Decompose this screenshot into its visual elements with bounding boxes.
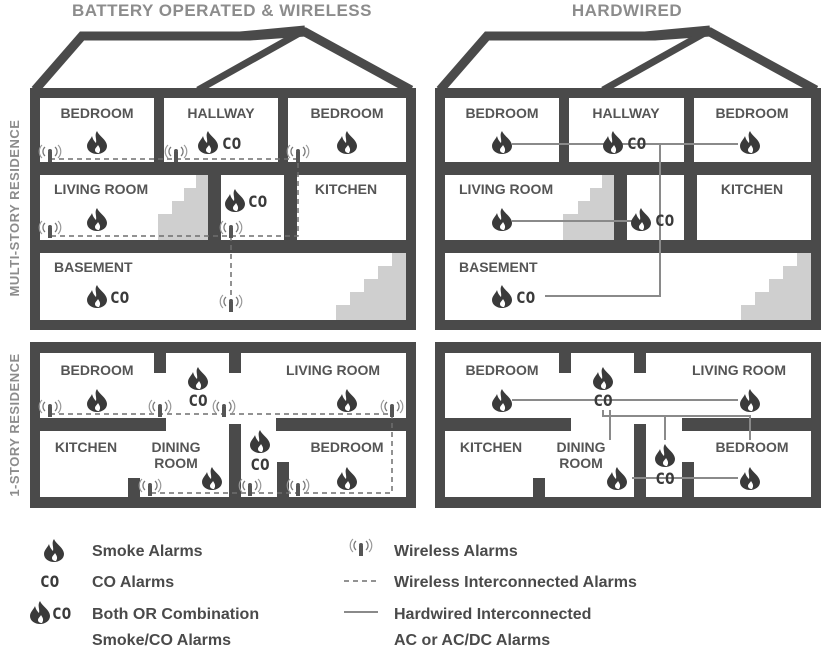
room-label-kitchen: KITCHEN <box>55 439 117 455</box>
co-text-icon: CO <box>222 134 241 153</box>
co-text-icon: CO <box>52 604 71 623</box>
flame-icon <box>492 131 512 154</box>
flame-icon <box>607 467 627 490</box>
legend-hardwired-line1: Hardwired Interconnected <box>394 606 591 623</box>
flame-icon <box>188 367 208 390</box>
side-label-multi: MULTI-STORY RESIDENCE <box>7 120 22 297</box>
wireless-icon <box>349 538 373 557</box>
room-label-bedroom: BEDROOM <box>60 362 133 378</box>
co-text-icon: CO <box>188 391 207 410</box>
room-label-living-room: LIVING ROOM <box>54 181 148 197</box>
flame-icon <box>202 467 222 490</box>
house-one-battery <box>30 342 416 508</box>
room-label-dining-room: ROOM <box>559 455 603 471</box>
flame-icon <box>593 367 613 390</box>
room-label-bedroom: BEDROOM <box>465 105 538 121</box>
co-text-icon: CO <box>248 192 267 211</box>
flame-icon <box>337 389 357 412</box>
co-text-icon: CO <box>110 288 129 307</box>
wireless-icon <box>219 294 243 313</box>
room-label-dining: DINING <box>557 439 606 455</box>
room-label-living-room: LIVING ROOM <box>459 181 553 197</box>
legend-wireless: Wireless Alarms <box>394 543 518 560</box>
co-text-icon: CO <box>593 391 612 410</box>
wireless-link-one <box>50 413 393 494</box>
room-label-dining: DINING <box>152 439 201 455</box>
room-label-bedroom: BEDROOM <box>715 439 788 455</box>
wireless-icon <box>138 478 162 497</box>
co-text-icon: CO <box>655 469 674 488</box>
side-label-one: 1-STORY RESIDENCE <box>7 353 22 496</box>
flame-icon <box>225 189 245 212</box>
flame-icon <box>492 389 512 412</box>
flame-icon <box>250 430 270 453</box>
room-label-hallway: HALLWAY <box>592 105 660 121</box>
room-label-kitchen: KITCHEN <box>315 181 377 197</box>
flame-icon <box>603 131 623 154</box>
co-text-icon: CO <box>250 455 269 474</box>
wireless-icon <box>38 399 62 418</box>
flame-icon <box>87 285 107 308</box>
room-label-basement: BASEMENT <box>54 259 133 275</box>
flame-icon <box>44 539 64 562</box>
flame-icon <box>87 389 107 412</box>
room-label-basement: BASEMENT <box>459 259 538 275</box>
wire-link-one-right <box>602 410 751 440</box>
room-label-bedroom: BEDROOM <box>310 105 383 121</box>
legend: Smoke Alarms CO CO Alarms CO Both OR Com… <box>30 538 637 649</box>
room-label-bedroom: BEDROOM <box>60 105 133 121</box>
flame-icon <box>740 467 760 490</box>
flame-icon <box>492 285 512 308</box>
header-battery: BATTERY OPERATED & WIRELESS <box>72 1 372 20</box>
room-label-hallway: HALLWAY <box>187 105 255 121</box>
flame-icon <box>337 131 357 154</box>
flame-icon <box>655 444 675 467</box>
flame-icon <box>740 131 760 154</box>
legend-both-line1: Both OR Combination <box>92 606 259 623</box>
flame-icon <box>30 601 50 624</box>
flame-icon <box>631 208 651 231</box>
legend-hardwired-line2: AC or AC/DC Alarms <box>394 632 550 649</box>
room-label-bedroom: BEDROOM <box>465 362 538 378</box>
wireless-icon <box>38 144 62 163</box>
legend-smoke: Smoke Alarms <box>92 543 203 560</box>
flame-icon <box>87 208 107 231</box>
co-text-icon: CO <box>627 134 646 153</box>
wireless-icon <box>38 220 62 239</box>
room-label-bedroom: BEDROOM <box>310 439 383 455</box>
flame-icon <box>337 467 357 490</box>
flame-icon <box>492 208 512 231</box>
wire-link-vertical <box>545 144 661 297</box>
co-text-icon: CO <box>40 572 59 591</box>
room-label-dining-room: ROOM <box>154 455 198 471</box>
room-label-living-room: LIVING ROOM <box>692 362 786 378</box>
room-label-kitchen: KITCHEN <box>721 181 783 197</box>
room-label-bedroom: BEDROOM <box>715 105 788 121</box>
legend-both-line2: Smoke/CO Alarms <box>92 632 231 649</box>
house-one-hardwired <box>435 342 821 508</box>
house-multi-battery <box>30 25 416 330</box>
legend-wireless-interconnected: Wireless Interconnected Alarms <box>394 574 637 591</box>
co-text-icon: CO <box>655 211 674 230</box>
header-hardwired: HARDWIRED <box>572 1 682 20</box>
co-text-icon: CO <box>516 288 535 307</box>
house-multi-hardwired <box>435 25 821 330</box>
flame-icon <box>87 131 107 154</box>
flame-icon <box>740 389 760 412</box>
wireless-icon <box>286 144 310 163</box>
room-label-kitchen: KITCHEN <box>460 439 522 455</box>
legend-co: CO Alarms <box>92 574 174 591</box>
flame-icon <box>198 131 218 154</box>
room-label-living-room: LIVING ROOM <box>286 362 380 378</box>
